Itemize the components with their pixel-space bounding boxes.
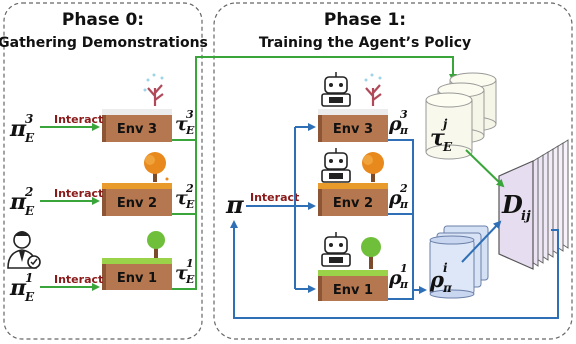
svg-text:j: j	[441, 117, 448, 131]
svg-text:ρ: ρ	[429, 267, 445, 292]
phase1-env2: Env 2	[318, 183, 388, 216]
agent-occupancy-3: ρ 3 π	[388, 108, 409, 137]
autumn-tree-icon	[362, 152, 384, 182]
phase1-interact-arrow: Interact	[246, 191, 299, 207]
agent-occupancy-2: ρ 2 π	[388, 182, 409, 211]
phase0-env1: Env 1	[102, 258, 172, 290]
svg-text:Interact: Interact	[54, 273, 103, 286]
expert-to-discriminator-arrow	[465, 149, 505, 188]
svg-text:E: E	[24, 204, 35, 218]
robot-icon	[321, 232, 351, 267]
svg-text:π: π	[442, 281, 452, 295]
phase0-panel	[3, 2, 203, 340]
svg-text:π: π	[399, 198, 409, 211]
svg-text:1: 1	[400, 262, 408, 275]
phase1-env1: Env 1	[318, 270, 388, 301]
phase0-interact-arrow-3: Interact	[40, 113, 103, 131]
autumn-tree-icon	[144, 152, 169, 182]
svg-text:E: E	[185, 273, 195, 286]
phase0-subtitle: Gathering Demonstrations	[0, 35, 208, 51]
svg-text:Interact: Interact	[54, 113, 103, 126]
svg-text:Interact: Interact	[250, 191, 299, 204]
demonstration-collection-line	[172, 56, 457, 290]
expert-policy-3: π 3 E	[9, 112, 35, 145]
svg-text:E: E	[185, 124, 195, 137]
svg-text:Env 1: Env 1	[117, 271, 157, 286]
robot-icon	[321, 148, 351, 183]
phase1-env3: Env 3	[318, 109, 388, 142]
svg-text:i: i	[443, 261, 448, 275]
svg-text:E: E	[24, 290, 35, 304]
phase1-panel	[213, 2, 573, 340]
expert-trajectory-1: τ 1 E	[175, 257, 195, 286]
expert-trajectory-set: τ j E	[430, 117, 453, 154]
svg-text:π: π	[399, 124, 409, 137]
svg-text:Interact: Interact	[54, 187, 103, 200]
green-tree-icon	[147, 231, 165, 258]
svg-text:1: 1	[25, 271, 33, 285]
bare-tree-icon	[364, 73, 382, 106]
svg-text:ρ: ρ	[388, 113, 402, 135]
occupancy-collection-line	[388, 139, 427, 300]
svg-text:ρ: ρ	[388, 187, 402, 209]
svg-text:π: π	[9, 189, 27, 215]
reward-feedback-loop	[230, 220, 559, 319]
agent-occupancy-set: ρ i π	[429, 261, 452, 295]
svg-text:3: 3	[186, 108, 194, 121]
phase0-interact-arrow-1: Interact	[40, 273, 103, 291]
expert-trajectory-3: τ 3 E	[175, 108, 195, 137]
bare-tree-icon	[143, 73, 164, 106]
phase1-title: Phase 1:	[324, 10, 406, 30]
svg-text:D: D	[501, 190, 523, 219]
svg-text:2: 2	[399, 182, 408, 195]
discriminator-label: D ij	[501, 190, 531, 224]
svg-text:ij: ij	[521, 209, 531, 224]
svg-text:2: 2	[185, 182, 194, 195]
svg-text:π: π	[399, 278, 409, 291]
expert-policy-2: π 2 E	[9, 185, 35, 218]
phase0-env2: Env 2	[102, 183, 172, 216]
agent-policy-pi: π	[225, 190, 244, 219]
svg-text:2: 2	[24, 185, 33, 199]
robot-icon	[321, 72, 351, 107]
svg-text:π: π	[9, 116, 27, 142]
svg-text:τ: τ	[430, 125, 445, 151]
green-tree-icon	[361, 237, 381, 269]
agent-occupancy-1: ρ 1 π	[388, 262, 409, 291]
svg-text:1: 1	[186, 257, 194, 270]
discriminator-stack-icon	[498, 139, 569, 270]
svg-text:Env 3: Env 3	[333, 122, 373, 137]
phase1-subtitle: Training the Agent’s Policy	[259, 35, 471, 51]
policy-branch-lines	[294, 123, 316, 293]
phase0-env3: Env 3	[102, 109, 172, 142]
svg-text:3: 3	[400, 108, 408, 121]
svg-text:Env 2: Env 2	[117, 196, 157, 211]
svg-text:τ: τ	[175, 187, 188, 209]
svg-text:E: E	[442, 140, 453, 154]
svg-text:τ: τ	[175, 113, 188, 135]
svg-text:π: π	[9, 275, 27, 301]
svg-text:ρ: ρ	[388, 267, 402, 289]
svg-text:E: E	[24, 131, 35, 145]
svg-text:Env 3: Env 3	[117, 122, 157, 137]
expert-person-icon	[7, 231, 41, 269]
expert-trajectory-2: τ 2 E	[175, 182, 195, 211]
svg-text:τ: τ	[175, 262, 188, 284]
phase0-interact-arrow-2: Interact	[40, 187, 103, 205]
agent-occupancy-scroll-icon	[429, 225, 489, 299]
expert-policy-1: π 1 E	[9, 271, 35, 304]
svg-text:3: 3	[25, 112, 33, 126]
phase0-title: Phase 0:	[62, 10, 144, 30]
svg-text:E: E	[185, 198, 195, 211]
svg-text:Env 1: Env 1	[333, 283, 373, 298]
agent-to-discriminator-arrow	[461, 220, 502, 263]
svg-text:Env 2: Env 2	[333, 196, 373, 211]
expert-demo-storage-icon	[425, 72, 497, 160]
